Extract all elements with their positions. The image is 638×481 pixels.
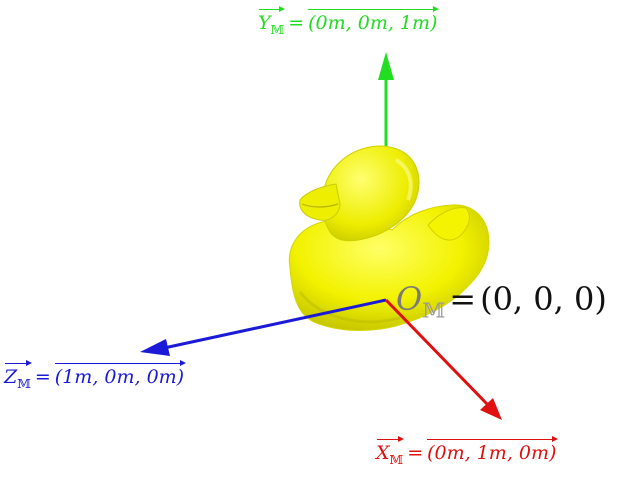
- z-axis-symbol: Z𝕄: [4, 360, 32, 391]
- z-axis-arrow: [140, 298, 387, 356]
- z-axis-value: (1m, 0m, 0m): [54, 360, 187, 388]
- y-axis-value: (0m, 0m, 1m): [308, 6, 440, 34]
- duck-beak: [299, 183, 341, 221]
- duck-head: [321, 145, 420, 242]
- origin-symbol: O𝕄: [396, 280, 446, 323]
- y-axis-label: Y𝕄=(0m, 0m, 1m): [258, 6, 440, 37]
- x-axis-value: (0m, 1m, 0m): [427, 436, 559, 464]
- origin-label: O𝕄=(0, 0, 0): [396, 280, 607, 323]
- x-axis-label: X𝕄=(0m, 1m, 0m): [376, 436, 559, 467]
- x-axis-symbol: X𝕄: [376, 436, 405, 467]
- duck-tail: [427, 207, 470, 241]
- y-axis-symbol: Y𝕄: [258, 6, 286, 37]
- origin-value: (0, 0, 0): [480, 280, 607, 318]
- duck-model: [288, 145, 490, 331]
- z-axis-label: Z𝕄=(1m, 0m, 0m): [4, 360, 187, 391]
- x-axis-arrow: [384, 298, 502, 420]
